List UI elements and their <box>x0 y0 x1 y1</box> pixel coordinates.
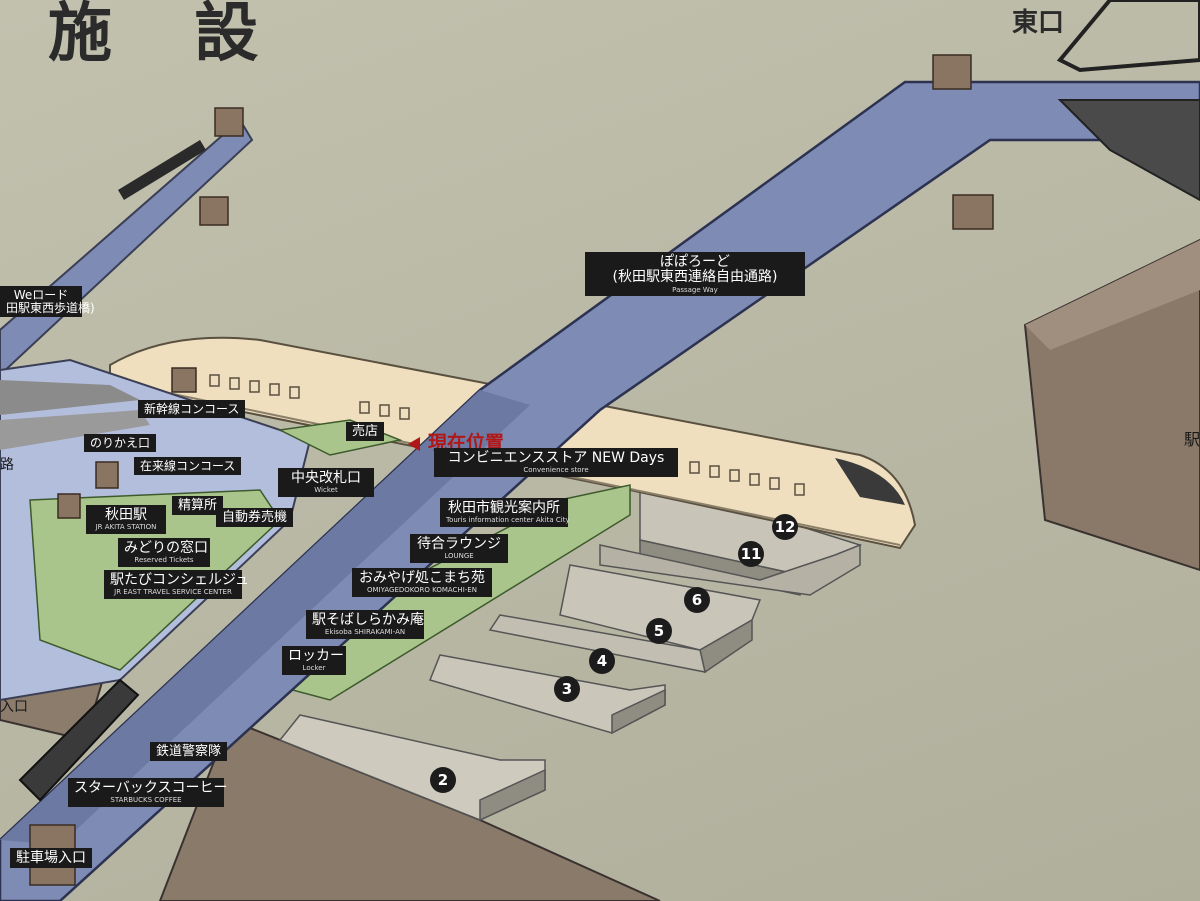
escalator <box>18 678 140 802</box>
tourist-info-label: 秋田市観光案内所 Touris information center Akita… <box>440 498 570 528</box>
starbucks-label: スターバックスコーヒー STARBUCKS COFFEE <box>68 778 227 808</box>
edge-fragment-ro: 路 <box>0 457 14 473</box>
platform-4: 4 <box>589 648 615 674</box>
platform-2: 2 <box>430 767 456 793</box>
bridge-stairs <box>118 140 206 200</box>
edge-fragment-iriguchi: 入口 <box>0 699 28 715</box>
omiyage-label: おみやげ処こまち苑 OMIYAGEDOKORO KOMACHI-EN <box>352 568 492 598</box>
convenience-store-label: コンビニエンスストア NEW Days Convenience store <box>434 448 678 478</box>
fare-adjustment-label: 精算所 <box>172 496 224 516</box>
platform-6: 6 <box>684 587 710 613</box>
railway-police-label: 鉄道警察隊 <box>150 742 228 762</box>
lounge-label: 待合ラウンジ LOUNGE <box>410 534 508 564</box>
ekisoba-label: 駅そばしらかみ庵 Ekisoba SHIRAKAMI-AN <box>306 610 424 640</box>
platforms <box>278 491 862 822</box>
shinkansen-concourse-label: 新幹線コンコース <box>138 400 246 419</box>
platform-11: 11 <box>738 541 764 567</box>
we-road-bridge <box>0 118 254 377</box>
we-road-label: Weロード 田駅東西歩道橋) <box>0 286 95 318</box>
zairaisen-concourse-label: 在来線コンコース <box>134 457 242 476</box>
platform-5: 5 <box>646 618 672 644</box>
platform-3: 3 <box>554 676 580 702</box>
norikae-label: のりかえ口 <box>84 434 157 453</box>
locker-label: ロッカー Locker <box>282 646 346 676</box>
parking-entrance-label: 駐車場入口 <box>10 848 92 869</box>
map-heading: 施 設 <box>48 0 289 71</box>
akita-station-label: 秋田駅 JR AKITA STATION <box>86 505 166 535</box>
east-exit-label: 東口 <box>1012 8 1065 38</box>
edge-fragment-eki: 駅 <box>1184 430 1200 449</box>
midori-window-label: みどりの窓口 Reserved Tickets <box>118 538 210 568</box>
shop-label: 売店 <box>346 422 385 442</box>
platform-12: 12 <box>772 514 798 540</box>
passage-way <box>0 80 1200 901</box>
ticket-machine-label: 自動券売機 <box>216 508 294 528</box>
central-gate-label: 中央改札口 Wicket <box>278 468 374 498</box>
travel-concierge-label: 駅たびコンシェルジュ JR EAST TRAVEL SERVICE CENTER <box>104 570 249 600</box>
current-location-arrow-icon <box>408 436 420 451</box>
popo-road-label: ぽぽろーど (秋田駅東西連絡自由通路) Passage Way <box>585 252 805 297</box>
